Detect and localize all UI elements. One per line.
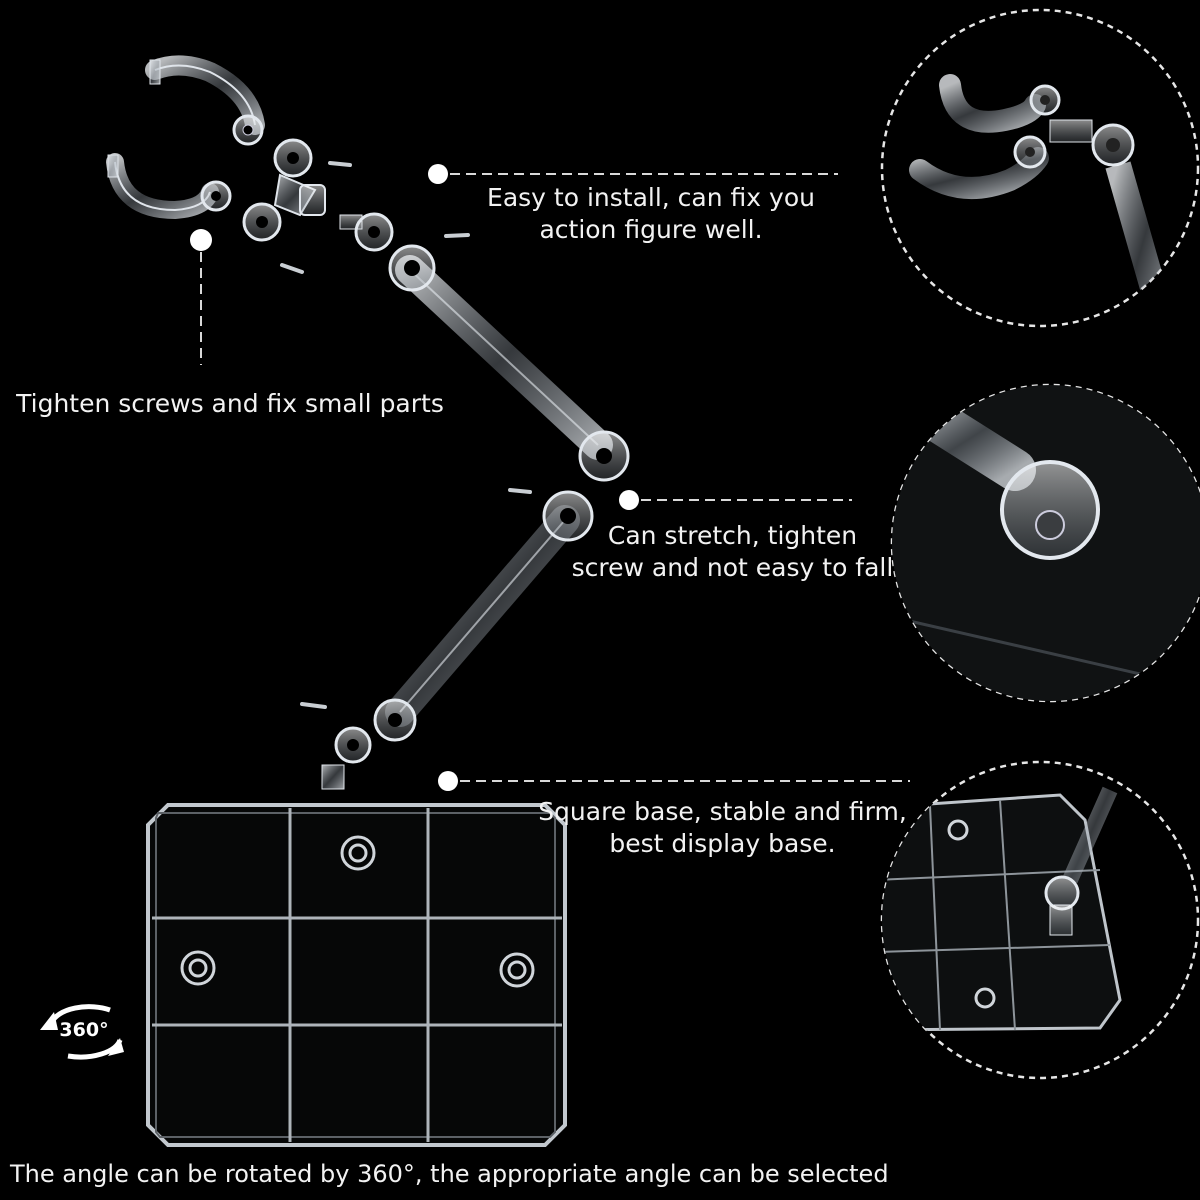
caption-base-line-1: Square base, stable and firm,	[538, 797, 907, 826]
arm-upper	[339, 212, 630, 482]
caption-install: Easy to install, can fix you action figu…	[466, 182, 836, 246]
white-dot-icon	[438, 771, 458, 791]
clamp-arm-lower	[106, 153, 232, 220]
callout-stretch	[619, 490, 852, 510]
display-base	[146, 803, 567, 1147]
caption-tighten: Tighten screws and fix small parts	[16, 389, 444, 418]
detail-circle-joint	[890, 383, 1200, 703]
caption-rotate: The angle can be rotated by 360°, the ap…	[10, 1160, 889, 1188]
rotate-360-icon: 360°	[40, 1004, 124, 1060]
t-joint-connector	[242, 138, 326, 242]
arm-lower	[321, 490, 594, 790]
rotate-360-label: 360°	[59, 1019, 108, 1041]
callout-install	[428, 164, 838, 184]
callout-base	[438, 771, 910, 791]
white-dot-icon	[619, 490, 639, 510]
screws	[280, 161, 532, 709]
white-dot-icon	[190, 229, 212, 251]
caption-install-line-2: action figure well.	[539, 215, 763, 244]
caption-base-line-2: best display base.	[609, 829, 836, 858]
caption-stretch: Can stretch, tighten screw and not easy …	[560, 520, 905, 584]
caption-stretch-line-2: screw and not easy to fall	[571, 553, 894, 582]
caption-base: Square base, stable and firm, best displ…	[535, 796, 910, 860]
clamp-arm-upper	[145, 55, 265, 146]
caption-install-line-1: Easy to install, can fix you	[487, 183, 815, 212]
detail-circle-base	[880, 760, 1200, 1080]
callout-tighten	[190, 229, 212, 365]
white-dot-icon	[428, 164, 448, 184]
detail-circle-clamp	[880, 8, 1200, 328]
caption-stretch-line-1: Can stretch, tighten	[607, 521, 858, 550]
